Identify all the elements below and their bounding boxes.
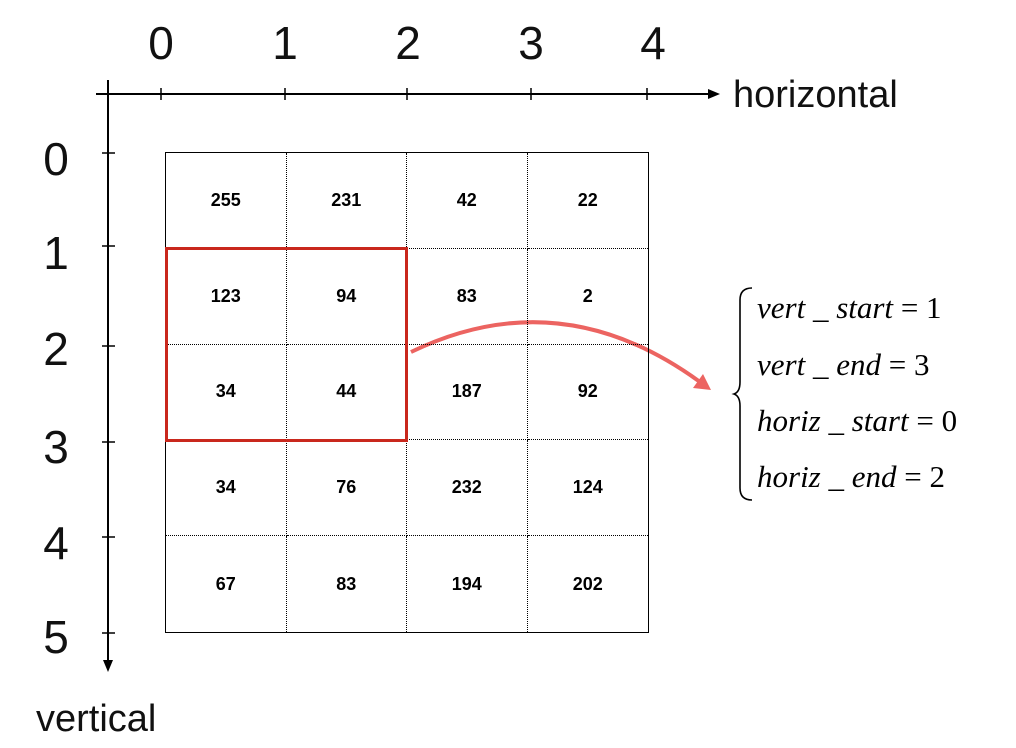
matrix-cell: 83 (287, 536, 407, 632)
matrix-cell: 202 (572, 573, 603, 594)
matrix-cell: 2 (527, 249, 648, 345)
v-tick-0: 0 (43, 133, 69, 185)
h-tick-4: 4 (640, 17, 666, 69)
brace-icon (731, 287, 753, 501)
v-tick-4: 4 (43, 517, 69, 569)
vertical-axis-label: vertical (36, 698, 157, 740)
matrix-cell: 22 (527, 153, 648, 249)
matrix-cell: 42 (407, 153, 528, 249)
h-tick-3: 3 (518, 17, 544, 69)
h-tick-2: 2 (395, 17, 421, 69)
matrix-cell: 92 (527, 345, 648, 441)
equation-vert-end: vert _ end = 3 (757, 347, 930, 382)
matrix-cell: 124 (527, 440, 648, 537)
equation-horiz-end: horiz _ end = 2 (757, 459, 945, 494)
mapping-arrow (410, 320, 702, 384)
v-tick-1: 1 (43, 227, 69, 279)
matrix-cell: 67 (166, 536, 287, 632)
h-tick-1: 1 (272, 17, 298, 69)
horizontal-ticks (160, 88, 648, 100)
matrix-cell: 194 (407, 536, 528, 632)
v-tick-2: 2 (43, 323, 69, 375)
horizontal-arrowhead-icon (708, 89, 720, 99)
matrix-cell: 83 (407, 248, 528, 345)
matrix-cell: 123 (166, 248, 287, 345)
equation-vert-start: vert _ start = 1 (757, 290, 942, 325)
mapping-arrowhead-icon (693, 374, 711, 390)
v-tick-3: 3 (43, 421, 69, 473)
vertical-arrowhead-icon (103, 660, 113, 672)
h-tick-0: 0 (148, 17, 174, 69)
matrix-cell: 187 (407, 344, 528, 441)
vertical-ticks (102, 152, 115, 634)
matrix-cell: 34 (166, 440, 287, 537)
matrix-cell: 255 (166, 153, 287, 249)
matrix-cell: 231 (286, 153, 407, 249)
selection-box (165, 247, 408, 442)
matrix-cell: 232 (407, 440, 528, 537)
v-tick-5: 5 (43, 611, 69, 663)
matrix-cell: 76 (286, 440, 407, 537)
equation-horiz-start: horiz _ start = 0 (757, 403, 958, 438)
horizontal-axis-label: horizontal (733, 74, 898, 116)
